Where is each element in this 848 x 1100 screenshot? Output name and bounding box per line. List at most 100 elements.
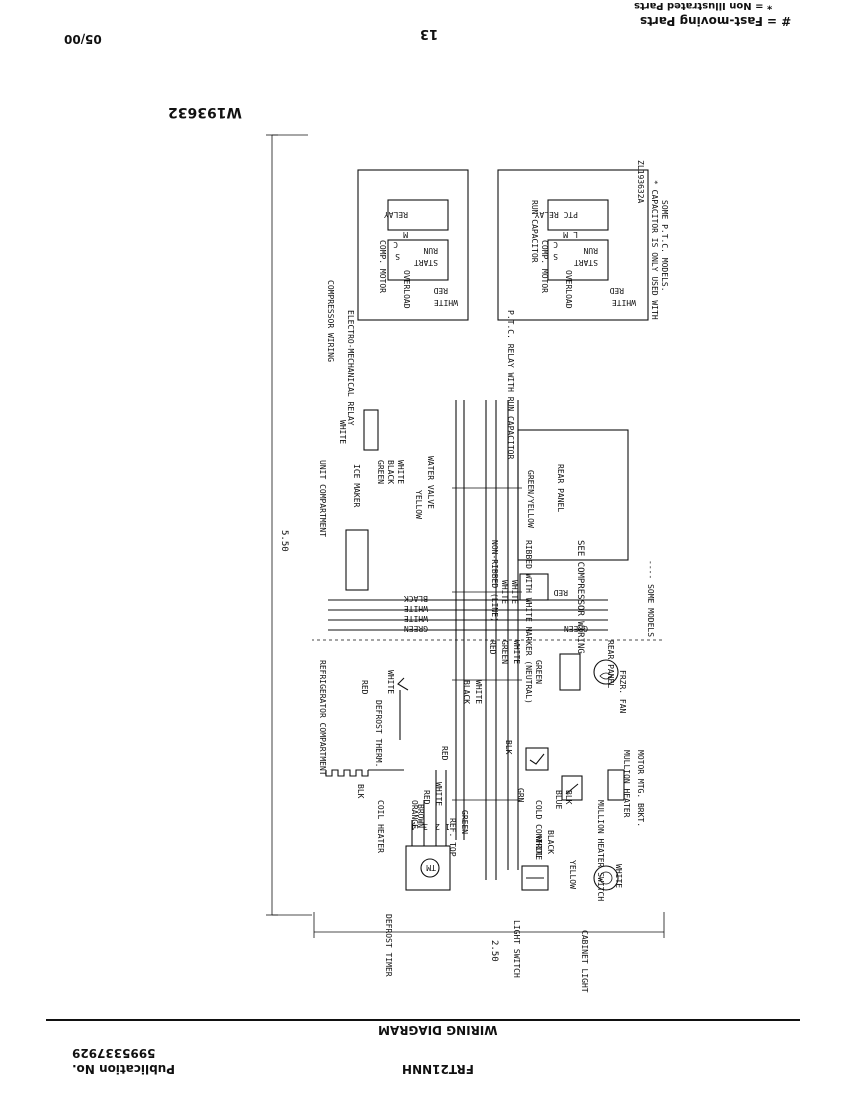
wire-white-ice: WHITE bbox=[338, 420, 347, 444]
compressor-box: SEE COMPRESSOR WIRING ---- SOME MODELS R… bbox=[517, 429, 655, 654]
light-switch: LIGHT SWITCH bbox=[512, 865, 549, 978]
defrost-timer-label: DEFROST TIMER bbox=[384, 914, 393, 977]
wire-blk-mullion: BLK bbox=[564, 790, 573, 805]
ptc-overload-label: OVERLOAD bbox=[564, 270, 573, 309]
mullion-heater: MULLION HEATER MOTOR MTG. BRKT. bbox=[607, 750, 645, 827]
wire-red-therm: RED bbox=[360, 680, 369, 695]
rear-panel-label: REAR PANEL bbox=[606, 640, 615, 688]
wire-green-fan: GREEN bbox=[534, 660, 543, 684]
ptc-relay-panel: P.T.C. RELAY WITH RUN CAPACITOR START RU… bbox=[497, 160, 669, 459]
em-wire-white: WHITE bbox=[434, 298, 458, 307]
mullion-heater-switch: MULLION HEATER SWITCH BLUE BLK bbox=[554, 775, 605, 901]
unit-section-label: UNIT COMPARTMENT bbox=[318, 460, 327, 537]
ref-top-label: REF. TOP bbox=[448, 818, 457, 857]
defrost-therm-label: DEFROST THERM. bbox=[374, 700, 383, 767]
electro-mech-heading: ELECTRO-MECHANICAL RELAY bbox=[346, 310, 355, 426]
wire-black-bottom: BLACK bbox=[546, 830, 555, 854]
terminal-1: 1 bbox=[445, 822, 450, 831]
ptc-run-label: RUN bbox=[583, 246, 598, 255]
em-comp-motor-label: COMP. MOTOR bbox=[378, 240, 387, 293]
defrost-timer: TM DEFROST TIMER 1 2 3 4 bbox=[384, 770, 451, 977]
rear-panel-label-2: REAR PANEL bbox=[556, 464, 565, 512]
wire-black-ice: BLACK bbox=[386, 460, 395, 484]
width-dimension-label: 2.50 bbox=[489, 940, 499, 962]
refrigerator-section-label: REFRIGERATOR COMPARTMENT bbox=[318, 660, 327, 776]
wire-green-ice: GREEN bbox=[376, 460, 385, 484]
wire-blue: BLUE bbox=[554, 790, 563, 809]
em-s: S bbox=[395, 252, 400, 261]
wire-white-neutral: WHITE bbox=[510, 580, 519, 604]
water-valve-label: WATER VALVE bbox=[426, 456, 435, 509]
wire-red-timer: RED bbox=[422, 790, 431, 805]
non-ribbed-label: NON-RIBBED (LINE) bbox=[490, 540, 499, 622]
mullion-heater-label: MULLION HEATER bbox=[622, 750, 631, 818]
wire-white-bus2: WHITE bbox=[512, 640, 521, 664]
timer-motor-label: TM bbox=[426, 863, 436, 872]
wire-white-timer: WHITE bbox=[434, 782, 443, 806]
ptc-l: L bbox=[573, 230, 578, 239]
height-dimension-label: 5.50 bbox=[279, 530, 289, 552]
water-valve: WATER VALVE YELLOW bbox=[414, 456, 435, 519]
see-compressor-label: SEE COMPRESSOR WIRING bbox=[575, 540, 585, 654]
motor-bracket-label: MOTOR MTG. BRKT. bbox=[636, 750, 645, 827]
wire-white-ice2: WHITE bbox=[396, 460, 405, 484]
em-c: C bbox=[393, 240, 398, 249]
coil-heater: COIL HEATER BLK BROWN bbox=[325, 769, 425, 853]
em-start-label: START bbox=[414, 258, 438, 267]
ptc-c: C bbox=[553, 240, 558, 249]
terminal-2: 2 bbox=[435, 822, 440, 831]
wire-black-bus: BLACK bbox=[462, 680, 471, 704]
ptc-relay-label: PTC RELAY bbox=[534, 210, 578, 219]
em-relay-label: RELAY bbox=[384, 210, 408, 219]
compressor-wiring-heading: COMPRESSOR WIRING bbox=[326, 280, 335, 362]
wire-yellow-valve: YELLOW bbox=[414, 490, 423, 519]
wire-red-bus: RED bbox=[488, 640, 497, 655]
capacitor-note-1: * CAPACITOR IS ONLY USED WITH bbox=[650, 180, 659, 320]
part-code-label: ZL193632A bbox=[636, 160, 645, 204]
defrost-thermostat: DEFROST THERM. RED WHITE bbox=[360, 670, 409, 767]
mullion-switch-label: MULLION HEATER SWITCH bbox=[596, 800, 605, 901]
terminal-4: 4 bbox=[411, 822, 416, 831]
em-wire-red: RED bbox=[433, 286, 448, 295]
wire-black-harness: BLACK bbox=[404, 594, 428, 603]
wire-green-yellow: GREEN/YELLOW bbox=[526, 470, 535, 528]
ptc-wire-red: RED bbox=[609, 286, 624, 295]
ice-maker: ICE MAKER WHITE GREEN BLACK WHITE bbox=[338, 409, 405, 591]
em-m: M bbox=[403, 230, 408, 239]
frzr-fan-label: FRZR. FAN bbox=[618, 670, 627, 714]
electro-mechanical-panel: COMPRESSOR WIRING ELECTRO-MECHANICAL REL… bbox=[326, 169, 469, 426]
wire-white-bus: WHITE bbox=[474, 680, 483, 704]
cabinet-light-label: CABINET LIGHT bbox=[580, 930, 589, 993]
cold-control: COLD CONTROL GRN BLK bbox=[504, 740, 549, 858]
cold-control-label: COLD CONTROL bbox=[534, 800, 543, 858]
ribbed-label: RIBBED WITH WHITE MARKER (NEUTRAL) bbox=[524, 540, 533, 704]
dimension-width: 2.50 bbox=[313, 912, 665, 962]
wire-white-line: WHITE bbox=[500, 580, 509, 604]
unit-harness: GREEN WHITE WHITE BLACK GREEN bbox=[328, 594, 608, 633]
wire-green-ref: GREEN bbox=[460, 810, 469, 834]
ptc-s: S bbox=[553, 252, 558, 261]
ice-maker-label: ICE MAKER bbox=[352, 464, 361, 508]
coil-heater-label: COIL HEATER bbox=[376, 800, 385, 853]
em-overload-label: OVERLOAD bbox=[402, 270, 411, 309]
freezer-fan: FRZR. FAN GREEN bbox=[534, 653, 627, 714]
dimension-height: 5.50 bbox=[266, 134, 312, 916]
footer-rule bbox=[46, 1019, 800, 1021]
wire-white-bottom: WHITE bbox=[534, 836, 543, 860]
wire-white-harness: WHITE bbox=[404, 614, 428, 623]
wire-blk-coil: BLK bbox=[356, 784, 365, 799]
ref-top: REF. TOP GREEN bbox=[448, 810, 469, 857]
wire-brown: BROWN bbox=[416, 804, 425, 828]
wire-green-harness: GREEN bbox=[404, 624, 428, 633]
light-switch-label: LIGHT SWITCH bbox=[512, 920, 521, 978]
terminal-3: 3 bbox=[423, 822, 428, 831]
wire-red-comp: RED bbox=[553, 588, 568, 597]
wire-orange: ORANGE bbox=[410, 800, 419, 829]
ptc-m: M bbox=[563, 230, 568, 239]
capacitor-note-2: SOME P.T.C. MODELS. bbox=[660, 200, 669, 292]
ptc-comp-motor-label: COMP. MOTOR bbox=[540, 240, 549, 293]
wire-green-bus: GREEN bbox=[500, 640, 509, 664]
wire-yellow-light: YELLOW bbox=[568, 860, 577, 889]
run-capacitor-label: RUN CAPACITOR bbox=[530, 200, 539, 263]
